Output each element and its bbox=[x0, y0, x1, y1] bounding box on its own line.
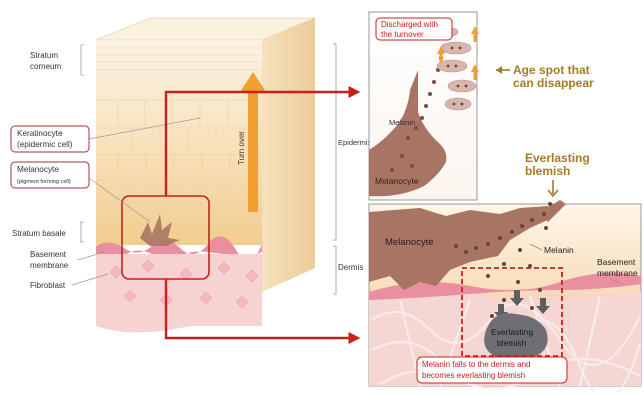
stratum-corneum-label-2: corneum bbox=[30, 62, 61, 71]
stratum-basale-bracket bbox=[81, 222, 84, 242]
skin-side-face bbox=[262, 18, 315, 292]
stratum-basale-label: Stratum basale bbox=[12, 229, 66, 238]
top-melanin-label: Melanin bbox=[389, 118, 415, 127]
epidermis-label: Epidermis bbox=[338, 138, 372, 147]
bottom-inset: Everlasting blemish Melanocyte Melanin B… bbox=[369, 200, 641, 392]
top-inset: Discharged with the turnover Melanin Mel… bbox=[369, 12, 479, 200]
epidermis-bracket bbox=[333, 44, 336, 240]
keratinocyte-label-2: (epidermic cell) bbox=[17, 140, 73, 149]
age-spot-label-1: Age spot that bbox=[513, 63, 590, 77]
layer-brackets: Epidermis Dermis bbox=[333, 44, 372, 294]
everlasting-label-2: blemish bbox=[525, 164, 570, 178]
age-spot-callout: Age spot that can disappear bbox=[496, 63, 594, 90]
melanocyte-label-2: (pigment forming cell) bbox=[17, 179, 71, 185]
basement-membrane-label-2: membrane bbox=[30, 261, 69, 270]
melanocyte-label-1: Melanocyte bbox=[17, 165, 59, 174]
skin-cross-section: Turn over bbox=[96, 18, 315, 333]
turn-over-label: Turn over bbox=[237, 131, 246, 165]
blemish-label-2: blemish bbox=[497, 338, 527, 348]
fibroblast-label: Fibroblast bbox=[30, 281, 66, 290]
stratum-corneum-bracket bbox=[81, 45, 84, 75]
bottom-melanin-label: Melanin bbox=[544, 245, 574, 255]
basement-membrane-label-1: Basement bbox=[30, 250, 67, 259]
everlasting-label-1: Everlasting bbox=[525, 151, 590, 165]
bottom-basement-label-1: Basement bbox=[597, 257, 636, 267]
dermis-label: Dermis bbox=[338, 263, 363, 272]
blemish-label-1: Everlasting bbox=[491, 327, 533, 337]
melanin-falls-label-1: Melanin falls to the dermis and bbox=[422, 360, 531, 369]
melanin-falls-label-2: becomes everlasting blemish bbox=[422, 371, 525, 380]
top-melanocyte-label: Melanocyte bbox=[375, 176, 419, 186]
age-spot-label-2: can disappear bbox=[513, 76, 594, 90]
bottom-basement-label-2: membrane bbox=[597, 268, 638, 278]
bottom-melanocyte-label: Melanocyte bbox=[385, 237, 434, 248]
dermis-bracket bbox=[333, 246, 336, 294]
everlasting-callout: Everlasting blemish bbox=[525, 151, 590, 196]
discharged-label-2: the turnover bbox=[381, 30, 424, 39]
keratinocyte-label-1: Keratinocyte bbox=[17, 129, 63, 138]
discharged-label-1: Discharged with bbox=[381, 20, 438, 29]
stratum-corneum-label-1: Stratum bbox=[30, 51, 58, 60]
